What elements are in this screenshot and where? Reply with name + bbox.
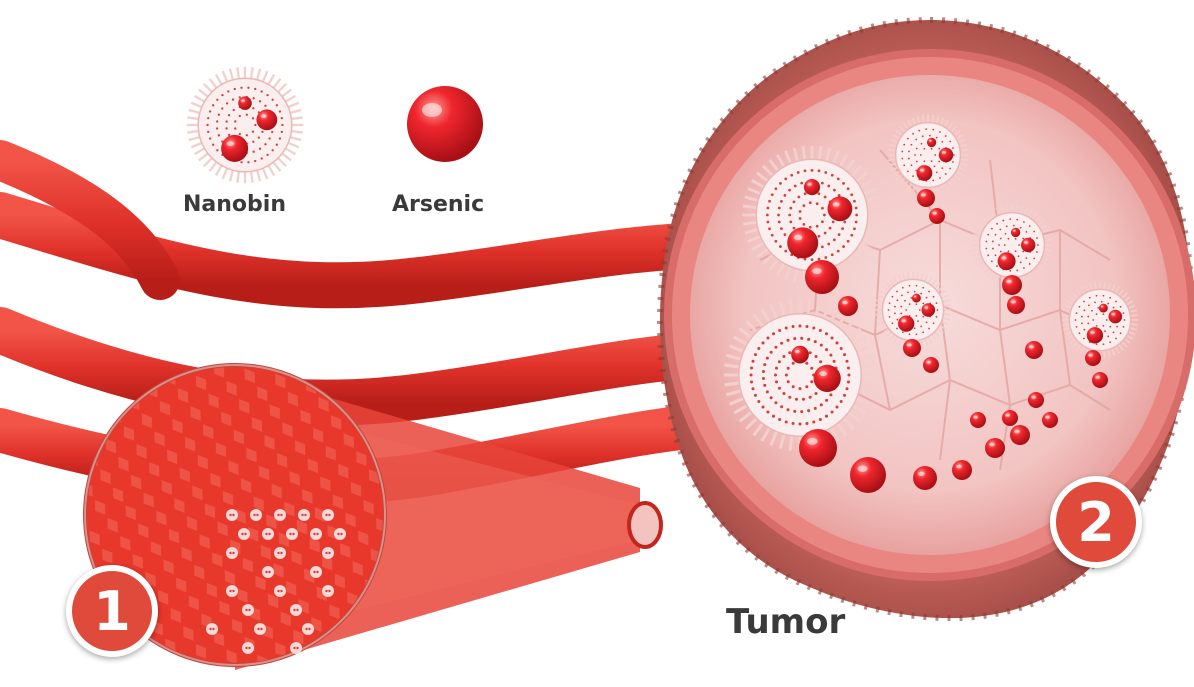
arsenic-particle [1092,372,1108,388]
arsenic-particle [1021,238,1035,252]
arsenic-particle [916,165,932,181]
arsenic-particle [1042,412,1058,428]
nanoparticle [290,642,302,654]
arsenic-particle [952,460,972,480]
arsenic-particle [917,189,935,207]
nanoparticle [250,509,262,521]
arsenic-particle [1010,425,1030,445]
nanoparticle [262,528,274,540]
arsenic-particle [238,96,252,110]
nanoparticle [226,509,238,521]
nanoparticle [322,547,334,559]
nanoparticle [206,623,218,635]
vessel-opening [629,503,661,547]
nanoparticle [262,566,274,578]
arsenic-particle [791,346,809,364]
nanobin-legend-graphic [187,67,303,183]
arsenic-particle [838,296,858,316]
arsenic-particle [939,148,953,162]
nanobin [972,205,1053,286]
arsenic-particle [913,466,937,490]
arsenic-particle [927,138,936,147]
arsenic-particle [850,457,886,493]
arsenic-particle [1028,392,1044,408]
arsenic-particle [912,294,921,303]
arsenic-particle [1025,341,1043,359]
arsenic-particle [998,252,1016,270]
arsenic-particle [805,260,839,294]
nanoparticle [302,623,314,635]
arsenic-particle [828,196,853,221]
arsenic-particle [814,365,841,392]
arsenic-particle [922,303,936,317]
nanoparticle [322,509,334,521]
nanoparticle [322,585,334,597]
arsenic-particle [1085,350,1101,366]
arsenic-particle [1002,410,1018,426]
nanoparticle [242,642,254,654]
tumor-label: Tumor [726,602,845,642]
arsenic-particle [903,339,921,357]
step-1-badge: 1 [66,565,158,657]
nanoparticle [254,623,266,635]
nanoparticle [226,585,238,597]
arsenic-particle [923,357,939,373]
arsenic-particle [1002,275,1022,295]
nanobin-icon [187,67,303,183]
arsenic-icon [407,86,483,162]
nanoparticle [274,547,286,559]
arsenic-particle [929,208,945,224]
nanoparticle [226,547,238,559]
arsenic-particle [1087,327,1103,343]
nanoparticle [274,585,286,597]
arsenic-particle [898,315,914,331]
nanoparticle [290,604,302,616]
arsenic-particle [1011,228,1020,237]
nanoparticle [242,604,254,616]
nanobin [888,115,969,196]
arsenic-particle [799,429,837,467]
arsenic-particle [1007,296,1025,314]
step-2-badge: 2 [1050,476,1142,568]
nanoparticle [334,528,346,540]
vessel-2 [0,330,700,403]
arsenic-particle [970,412,986,428]
nanobin [724,299,876,451]
arsenic-particle [787,227,818,258]
nanoparticle [310,528,322,540]
nanoparticle [286,528,298,540]
nanoparticle [238,528,250,540]
arsenic-particle [221,135,248,162]
arsenic-particle [1099,304,1108,313]
nanoparticle [274,509,286,521]
arsenic-particle [985,438,1005,458]
nanobin [1062,282,1138,358]
arsenic-particle [256,109,277,130]
arsenic-particle [1109,310,1123,324]
arsenic-label: Arsenic [392,192,484,217]
arsenic-particle [804,179,820,195]
nanoparticle [310,566,322,578]
nanobin-label: Nanobin [183,192,286,217]
nanoparticle [298,509,310,521]
nanobin [875,272,951,348]
